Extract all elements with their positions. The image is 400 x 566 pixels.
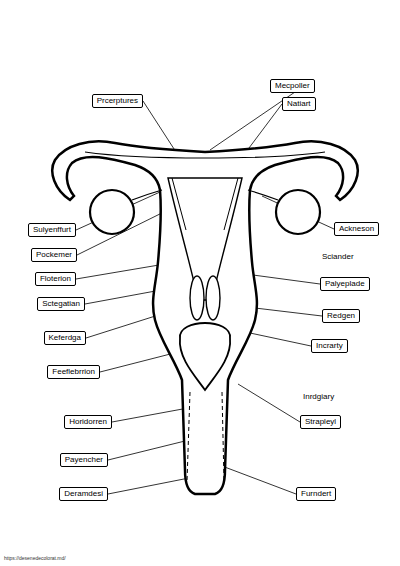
label-box: Palyeplade bbox=[320, 277, 370, 291]
cervix-bulb bbox=[180, 323, 230, 390]
leader-line bbox=[112, 408, 188, 422]
cavity-line bbox=[172, 178, 238, 230]
part-name: Strapleyl bbox=[305, 417, 336, 427]
label-box: Horidorren bbox=[64, 415, 112, 429]
label-box: Payencher bbox=[60, 453, 108, 467]
part-name: Horidorren bbox=[69, 417, 107, 427]
leader-line bbox=[250, 333, 311, 346]
part-name: Ackneson bbox=[339, 224, 374, 234]
part-name: Keferdga bbox=[49, 333, 81, 343]
label-box: Natiart bbox=[282, 97, 316, 111]
label-box: Mecpoller bbox=[270, 79, 315, 93]
part-name: Natiart bbox=[287, 99, 311, 109]
uterine-cavity bbox=[168, 178, 242, 300]
part-name: Pockemer bbox=[36, 250, 72, 260]
part-name: Redgen bbox=[327, 311, 355, 321]
tube-line bbox=[85, 152, 325, 158]
ovary bbox=[276, 190, 320, 234]
label-box: Furndert bbox=[296, 487, 336, 501]
leader-line bbox=[253, 275, 320, 284]
label-box: Feeflebrrion bbox=[47, 365, 100, 379]
part-name: Palyeplade bbox=[325, 279, 365, 289]
label-box: Ackneson bbox=[334, 222, 379, 236]
part-name: Sulyenffurt bbox=[33, 225, 71, 235]
leader-line bbox=[222, 466, 296, 494]
label-box: Sctegatian bbox=[37, 297, 85, 311]
uterus-outline bbox=[52, 141, 357, 494]
leader-line bbox=[108, 478, 189, 494]
part-name: Mecpoller bbox=[275, 81, 310, 91]
part-name: Sctegatian bbox=[42, 299, 80, 309]
vaginal-wall-line bbox=[187, 392, 224, 482]
label-box: Pockemer bbox=[31, 248, 77, 262]
watermark: https://desenedecolorat.md/ bbox=[4, 555, 66, 561]
label-box: Strapleyl bbox=[300, 415, 341, 429]
part-name: Furndert bbox=[301, 489, 331, 499]
part-name: Feeflebrrion bbox=[52, 367, 95, 377]
part-name: Payencher bbox=[65, 455, 103, 465]
label-box: Redgen bbox=[322, 309, 360, 323]
leader-line bbox=[143, 101, 176, 152]
part-name: Prcerptures bbox=[97, 96, 138, 106]
leader-line bbox=[108, 440, 189, 460]
part-name: Sciander bbox=[322, 252, 354, 262]
leader-line bbox=[76, 265, 159, 279]
label-box: Floterion bbox=[35, 272, 76, 286]
leader-line bbox=[238, 384, 300, 422]
part-name: Deramdesi bbox=[64, 489, 103, 499]
ovary bbox=[90, 190, 134, 234]
label-box: Sulyenffurt bbox=[28, 223, 76, 237]
part-name: Floterion bbox=[40, 274, 71, 284]
label-box: Incrarty bbox=[311, 339, 348, 353]
label-box: Deramdesi bbox=[59, 487, 108, 501]
label-box: Prcerptures bbox=[92, 94, 143, 108]
cervix-fold bbox=[206, 276, 220, 320]
leader-line bbox=[255, 308, 322, 316]
label-box: Keferdga bbox=[44, 331, 86, 345]
part-name: Incrarty bbox=[316, 341, 343, 351]
cervix-fold bbox=[190, 276, 204, 320]
part-name: Inrdgiary bbox=[303, 392, 334, 402]
